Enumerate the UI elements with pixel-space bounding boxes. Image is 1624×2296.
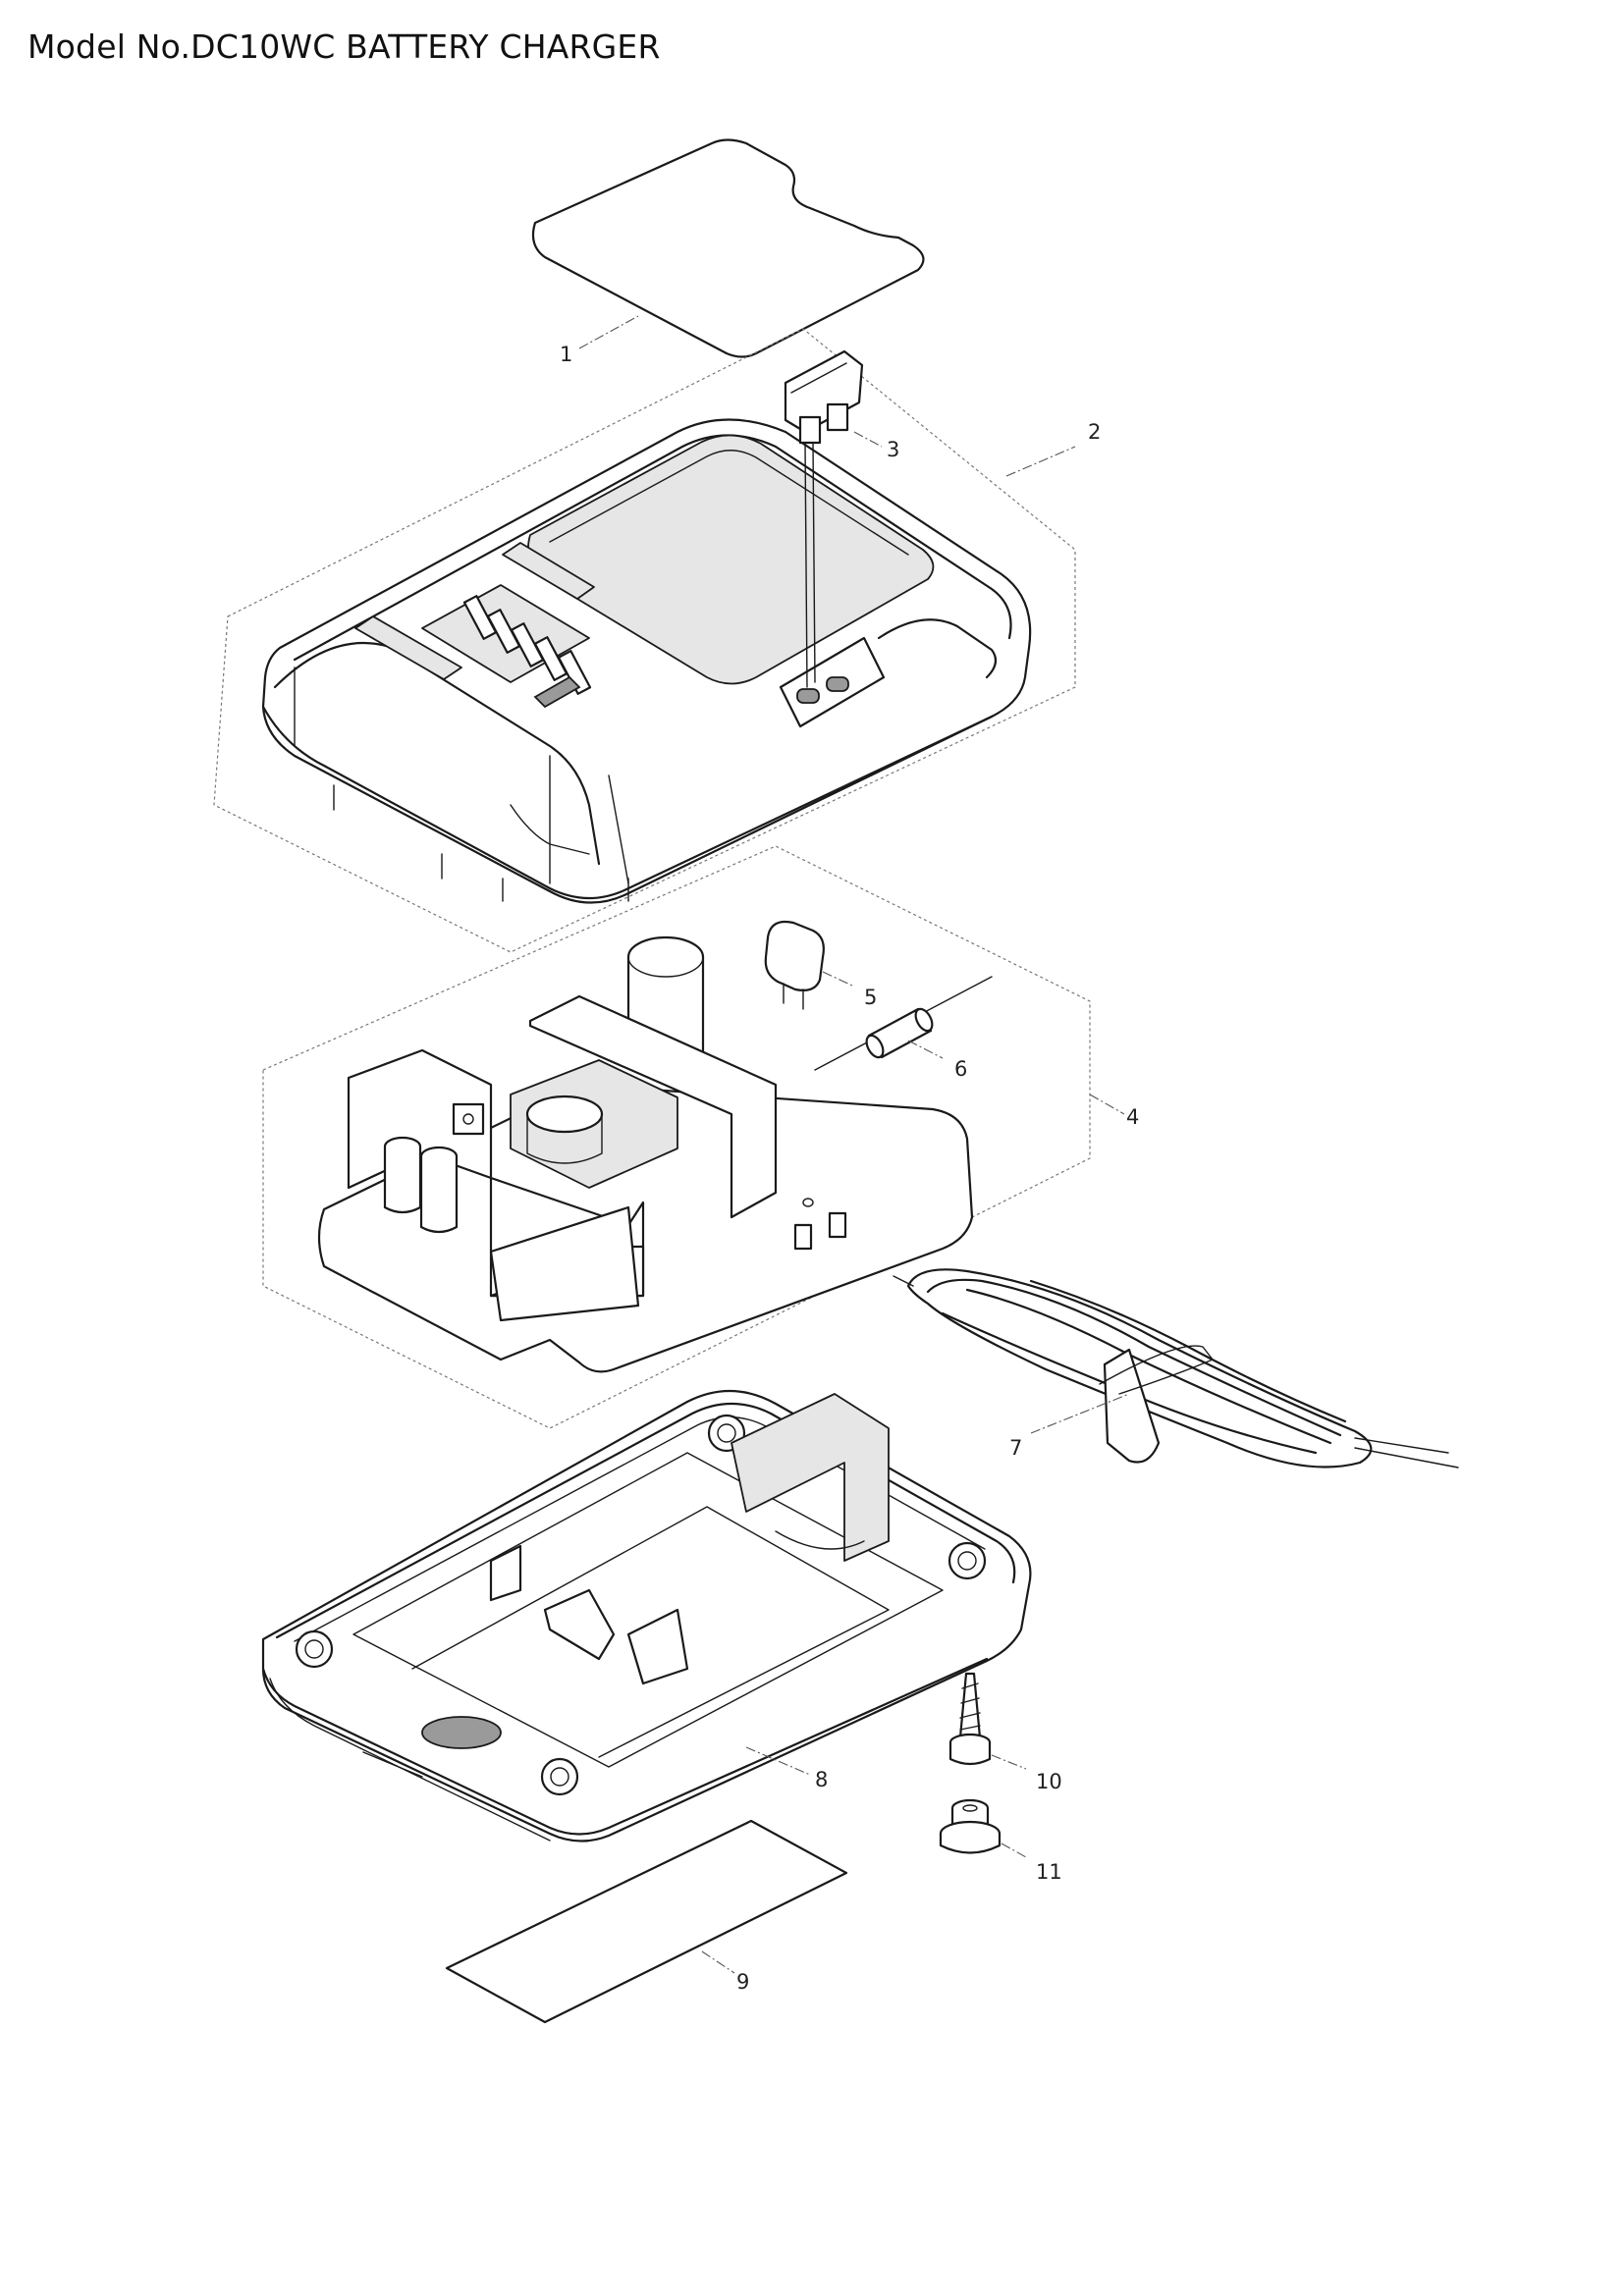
callout-10: 10 xyxy=(1036,1770,1062,1793)
callout-9: 9 xyxy=(736,1970,749,1994)
part-8-lower-housing xyxy=(261,1389,1032,1842)
part-3-led-lens xyxy=(784,349,864,688)
part-10-tapping-screw xyxy=(948,1672,992,1766)
callout-8: 8 xyxy=(815,1768,828,1791)
callout-4: 4 xyxy=(1126,1105,1139,1129)
callout-11: 11 xyxy=(1036,1860,1062,1884)
part-9-bottom-label xyxy=(445,1819,848,2024)
callout-7: 7 xyxy=(1009,1436,1022,1460)
callout-6: 6 xyxy=(954,1057,967,1081)
part-7-power-cord xyxy=(893,1268,1459,1468)
callout-5: 5 xyxy=(864,986,877,1009)
part-1-name-plate xyxy=(531,138,925,358)
page-title: Model No.DC10WC BATTERY CHARGER xyxy=(27,27,661,66)
terminal-block xyxy=(421,584,592,709)
part-4-pcb-assembly xyxy=(262,845,1091,1429)
part-11-rubber-foot xyxy=(939,1798,1001,1854)
callout-3: 3 xyxy=(887,438,899,461)
callout-1: 1 xyxy=(560,343,572,366)
part-6-fuse xyxy=(814,976,993,1071)
callout-2: 2 xyxy=(1088,420,1101,444)
part-2-upper-housing xyxy=(213,328,1076,953)
part-5-varistor xyxy=(764,920,825,1010)
